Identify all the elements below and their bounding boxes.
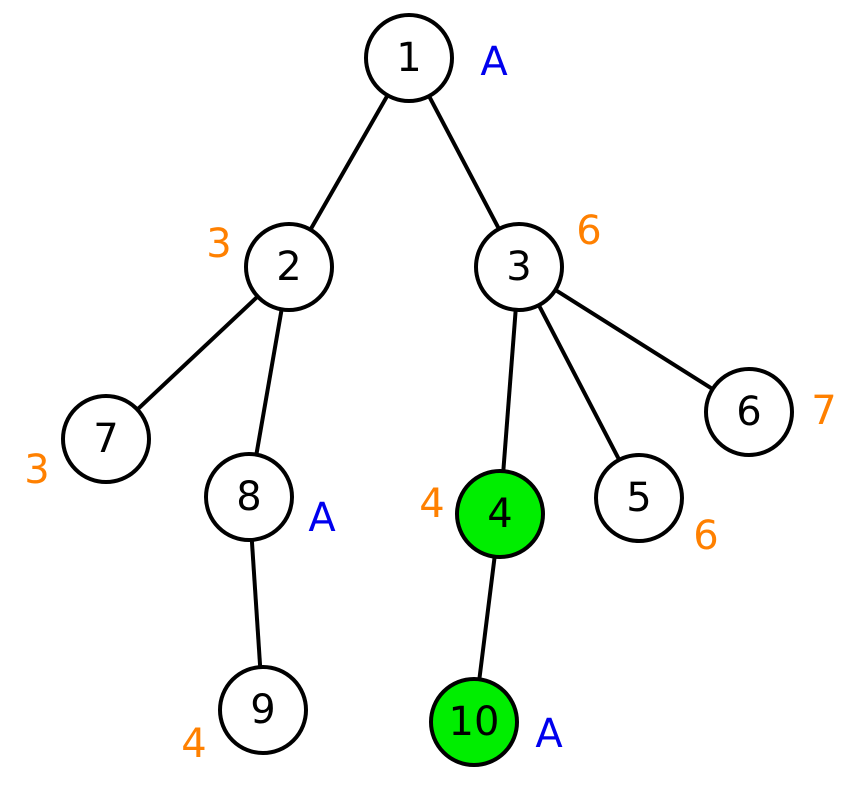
node-label-8: 8 — [236, 474, 261, 520]
edge-1-2 — [308, 94, 390, 231]
edges — [135, 94, 714, 680]
node-label-10: 10 — [449, 699, 500, 745]
node-circle-3 — [474, 222, 564, 312]
node-label-6: 6 — [736, 389, 761, 435]
node-circle-8 — [204, 452, 294, 542]
node-9: 9 — [218, 665, 308, 755]
node-label-4: 4 — [487, 491, 512, 537]
node-circle-7 — [61, 394, 151, 484]
node-label-3: 3 — [506, 244, 531, 290]
node-label-7: 7 — [93, 416, 118, 462]
node-annotation-6: 7 — [811, 388, 836, 434]
node-circle-9 — [218, 665, 308, 755]
node-annotation-9: 4 — [181, 721, 206, 767]
edge-8-9 — [249, 539, 263, 668]
node-circle-4 — [455, 469, 545, 559]
edge-2-7 — [135, 294, 260, 412]
edge-2-8 — [254, 309, 284, 455]
edge-3-5 — [537, 304, 621, 461]
node-annotation-5: 6 — [693, 513, 718, 559]
edge-1-3 — [427, 95, 501, 230]
node-annotation-8: A — [308, 495, 336, 541]
node-1: 1 — [364, 13, 454, 103]
node-6: 6 — [704, 367, 794, 457]
node-circle-6 — [704, 367, 794, 457]
node-10: 10 — [429, 677, 519, 767]
node-annotation-2: 3 — [206, 221, 231, 267]
edge-3-4 — [501, 309, 518, 472]
node-annotation-1: A — [480, 39, 508, 85]
node-circle-10 — [429, 677, 519, 767]
node-annotation-7: 3 — [24, 447, 49, 493]
node-circle-5 — [594, 453, 684, 543]
node-annotation-3: 6 — [576, 208, 601, 254]
node-8: 8 — [204, 452, 294, 542]
node-label-1: 1 — [396, 35, 421, 81]
node-label-9: 9 — [250, 687, 275, 733]
node-7: 7 — [61, 394, 151, 484]
node-annotation-4: 4 — [419, 481, 444, 527]
node-circle-2 — [244, 222, 334, 312]
node-circle-1 — [364, 13, 454, 103]
node-3: 3 — [474, 222, 564, 312]
edge-4-10 — [477, 556, 497, 680]
edge-3-6 — [554, 288, 714, 391]
node-annotation-10: A — [535, 711, 563, 757]
node-5: 5 — [594, 453, 684, 543]
node-label-5: 5 — [626, 475, 651, 521]
node-2: 2 — [244, 222, 334, 312]
node-4: 4 — [455, 469, 545, 559]
node-label-2: 2 — [276, 244, 301, 290]
